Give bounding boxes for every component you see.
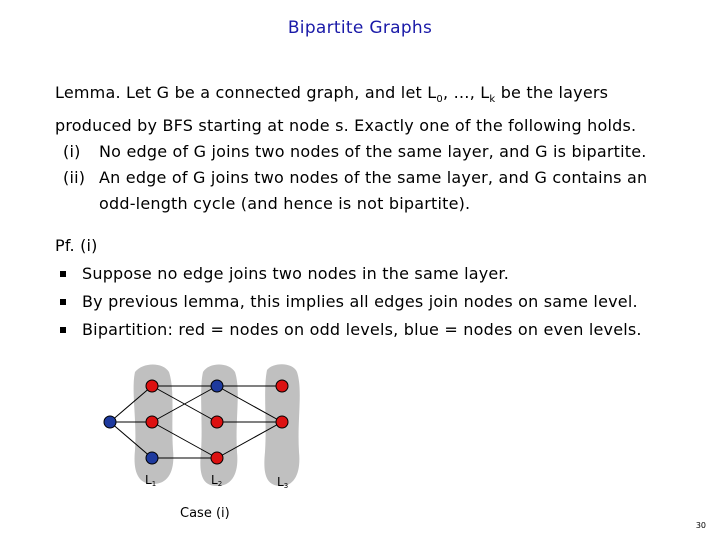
layer-label-1: L1 (145, 473, 156, 488)
edge (216, 421, 283, 459)
proof-bullet-1: Suppose no edge joins two nodes in the s… (55, 260, 642, 288)
proof-bullet-2: By previous lemma, this implies all edge… (55, 288, 642, 316)
node-red (145, 379, 159, 393)
slide-title: Bipartite Graphs (287, 18, 433, 38)
case-1-label: (i) (63, 142, 81, 162)
lemma-sub-k: k (489, 94, 496, 106)
proof-bullet-3: Bipartition: red = nodes on odd levels, … (55, 316, 642, 344)
page-number: 30 (695, 521, 706, 530)
lemma-line-2: produced by BFS starting at node s. Exac… (55, 116, 637, 136)
lemma-case-2: (ii) An edge of G joins two nodes of the … (55, 165, 647, 191)
lemma-text-b: , …, L (442, 83, 490, 102)
bullet-icon (60, 326, 66, 333)
lemma-text-a: Let G be a connected graph, and let L (126, 83, 437, 102)
case-2-label: (ii) (63, 168, 86, 188)
edge (216, 385, 283, 423)
lemma-line-1: Lemma. Let G be a connected graph, and l… (55, 80, 647, 113)
lemma-text-c: be the layers (495, 83, 609, 102)
node-red (210, 415, 224, 429)
layer-label-2: L2 (211, 473, 222, 488)
proof-bullet-text: Suppose no edge joins two nodes in the s… (82, 264, 510, 283)
layer-label-3: L3 (277, 475, 288, 490)
edge (151, 421, 218, 459)
graph-edges (109, 385, 283, 459)
bullet-icon (60, 298, 66, 305)
lemma-case-2-cont: odd-length cycle (and hence is not bipar… (99, 194, 471, 214)
edge (109, 385, 153, 423)
node-blue (145, 451, 159, 465)
proof-bullet-text: Bipartition: red = nodes on odd levels, … (82, 320, 642, 339)
proof-label: Pf. (i) (55, 236, 98, 255)
lemma-sub-0: 0 (436, 94, 443, 106)
node-red (275, 379, 289, 393)
lemma-case-1: (i) No edge of G joins two nodes of the s… (55, 139, 647, 165)
proof-bullet-text: By previous lemma, this implies all edge… (82, 292, 638, 311)
lemma-block: Lemma. Let G be a connected graph, and l… (55, 80, 647, 217)
figure-caption: Case (i) (180, 506, 230, 521)
node-blue (103, 415, 117, 429)
lemma-label: Lemma. (55, 83, 121, 102)
node-blue (210, 379, 224, 393)
case-2-text: An edge of G joins two nodes of the same… (99, 168, 648, 188)
case-1-text: No edge of G joins two nodes of the same… (99, 142, 647, 162)
bfs-layer-figure: L1 L2 L3 (103, 364, 300, 490)
edge (151, 385, 218, 423)
node-red (210, 451, 224, 465)
node-red (145, 415, 159, 429)
edge (109, 421, 153, 459)
bullet-icon (60, 270, 66, 277)
node-red (275, 415, 289, 429)
proof-block: Pf. (i) Suppose no edge joins two nodes … (55, 232, 642, 344)
